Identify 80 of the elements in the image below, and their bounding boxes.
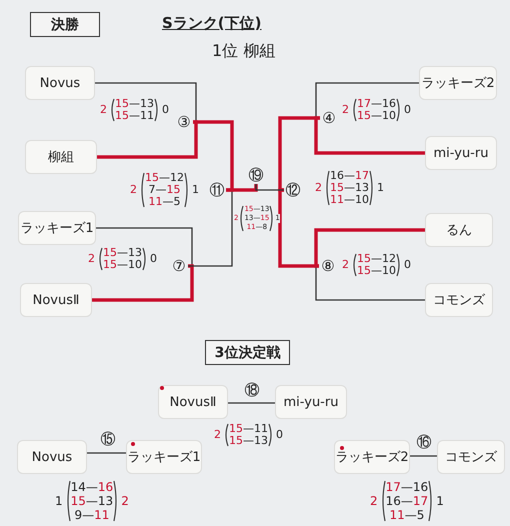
set-score: 17—16 — [386, 480, 428, 494]
match-score: 1 — [436, 494, 444, 508]
match-score: 2 — [342, 104, 349, 116]
set-score: 9—11 — [74, 508, 110, 522]
match-score: 2 — [370, 494, 378, 508]
team-card: NovusⅡ — [20, 283, 92, 317]
bracket-line — [92, 264, 194, 302]
bracket-line — [87, 452, 126, 454]
match-number: ⑫ — [284, 181, 302, 199]
match-number: ⑮ — [100, 430, 116, 448]
match-score: 2 — [315, 182, 322, 194]
set-score: 15—12 — [357, 253, 396, 265]
set-score: 15—13 — [70, 494, 114, 508]
heading-box: 決勝 — [30, 12, 100, 37]
set-score: 15—12 — [145, 172, 184, 184]
team-card: mi-yu-ru — [425, 136, 497, 170]
team-card: コモンズ — [437, 440, 505, 474]
winner-note: 1位 柳組 — [212, 41, 276, 62]
set-score: 14—16 — [70, 480, 114, 494]
team-card: Novus — [25, 66, 95, 100]
team-card: コモンズ — [425, 283, 493, 317]
team-card: ラッキーズ1 — [126, 440, 202, 474]
match-score: 0 — [150, 253, 157, 265]
bracket-line — [228, 402, 275, 404]
match-number: ⑲ — [247, 166, 265, 184]
match-score: 2 — [121, 494, 129, 508]
set-score: 15—11 — [229, 423, 268, 435]
team-card: ラッキーズ2 — [419, 66, 497, 100]
set-score: 15—13 — [103, 247, 142, 259]
team-card: ラッキーズ1 — [18, 211, 96, 245]
set-score: 7—15 — [148, 184, 180, 196]
bracket-line — [315, 82, 419, 119]
match-score: 0 — [404, 104, 411, 116]
bracket-line — [188, 189, 233, 267]
set-score: 15—11 — [115, 110, 154, 122]
set-score: 15—10 — [357, 265, 396, 277]
match-number: ③ — [175, 113, 193, 131]
match-score: 2 — [88, 253, 95, 265]
bracket-line — [278, 188, 319, 268]
match-score: 1 — [55, 494, 63, 508]
match-number: ④ — [320, 109, 338, 127]
match-score: 2 — [342, 259, 349, 271]
set-score: 11—5 — [389, 508, 424, 522]
match-score: 2 — [130, 184, 137, 196]
match-score: 1 — [192, 184, 199, 196]
team-card: Novus — [17, 440, 87, 474]
match-score: 0 — [276, 429, 283, 441]
match-score: 0 — [404, 259, 411, 271]
match-score: 0 — [162, 104, 169, 116]
team-card: mi-yu-ru — [275, 385, 347, 419]
bracket-line — [410, 455, 437, 457]
set-score: 17—16 — [357, 98, 396, 110]
match-number: ⑪ — [208, 181, 226, 199]
team-card: るん — [425, 213, 493, 247]
bracket-line — [96, 227, 193, 267]
set-score: 16—17 — [386, 494, 428, 508]
bracket-line — [315, 265, 425, 301]
team-card: ラッキーズ2 — [334, 440, 410, 474]
team-card: NovusⅡ — [158, 385, 228, 419]
match-number: ⑯ — [416, 433, 432, 451]
set-score: 11—10 — [330, 194, 369, 206]
match-score: 1 — [377, 182, 384, 194]
match-score: 2 — [100, 104, 107, 116]
heading-box: 3位決定戦 — [205, 340, 290, 365]
bracket-line — [95, 82, 197, 123]
set-score: 15—10 — [357, 110, 396, 122]
bracket-line — [226, 184, 258, 192]
match-number: ⑦ — [170, 257, 188, 275]
match-score: 2 — [214, 429, 221, 441]
set-score: 15—10 — [103, 259, 142, 271]
match-number: ⑱ — [244, 381, 260, 399]
bracket-line — [255, 184, 284, 191]
set-score: 16—17 — [330, 170, 369, 182]
team-card: 柳組 — [25, 140, 97, 174]
title: Sランク(下位) — [162, 14, 262, 33]
set-score: 15—13 — [229, 435, 268, 447]
set-score: 15—13 — [115, 98, 154, 110]
set-score: 15—13 — [330, 182, 369, 194]
match-number: ⑧ — [319, 257, 337, 275]
set-score: 11—5 — [148, 196, 180, 208]
